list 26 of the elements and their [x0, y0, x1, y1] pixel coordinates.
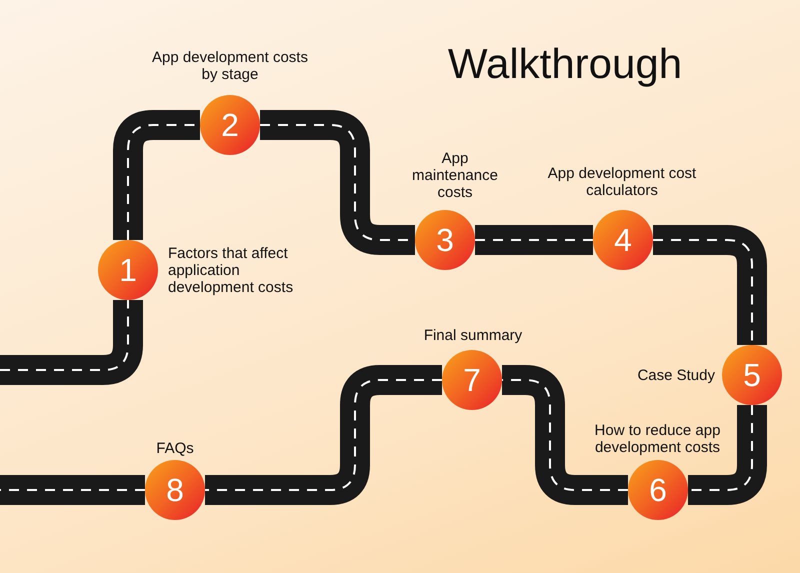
- step-number-circle: 1: [98, 240, 158, 300]
- step-label: App development cost calculators: [546, 165, 698, 199]
- road-segment: [205, 365, 442, 505]
- step-label: App development costs by stage: [151, 49, 309, 83]
- road-segment: [688, 405, 767, 505]
- step-label: Factors that affect application development costs: [168, 245, 294, 296]
- road-segment: [113, 110, 200, 240]
- road-segment: [260, 110, 415, 255]
- title: Walkthrough: [446, 40, 684, 88]
- step-number-circle: 8: [145, 460, 205, 520]
- step-label: FAQs: [155, 440, 195, 457]
- step-label: Final summary: [422, 327, 524, 344]
- step-label: Case Study: [636, 367, 715, 384]
- step-number-circle: 4: [593, 210, 653, 270]
- road-segment: [475, 225, 593, 255]
- road-segment: [653, 225, 767, 345]
- road-segment: [502, 365, 628, 505]
- road-segment: [0, 475, 145, 505]
- step-number-circle: 7: [442, 350, 502, 410]
- step-number-circle: 3: [415, 210, 475, 270]
- step-number-circle: 5: [722, 345, 782, 405]
- step-number-circle: 6: [628, 460, 688, 520]
- step-label: How to reduce app development costs: [594, 422, 722, 456]
- step-number-circle: 2: [200, 95, 260, 155]
- road-segment: [0, 300, 143, 385]
- step-label: App maintenance costs: [411, 150, 499, 201]
